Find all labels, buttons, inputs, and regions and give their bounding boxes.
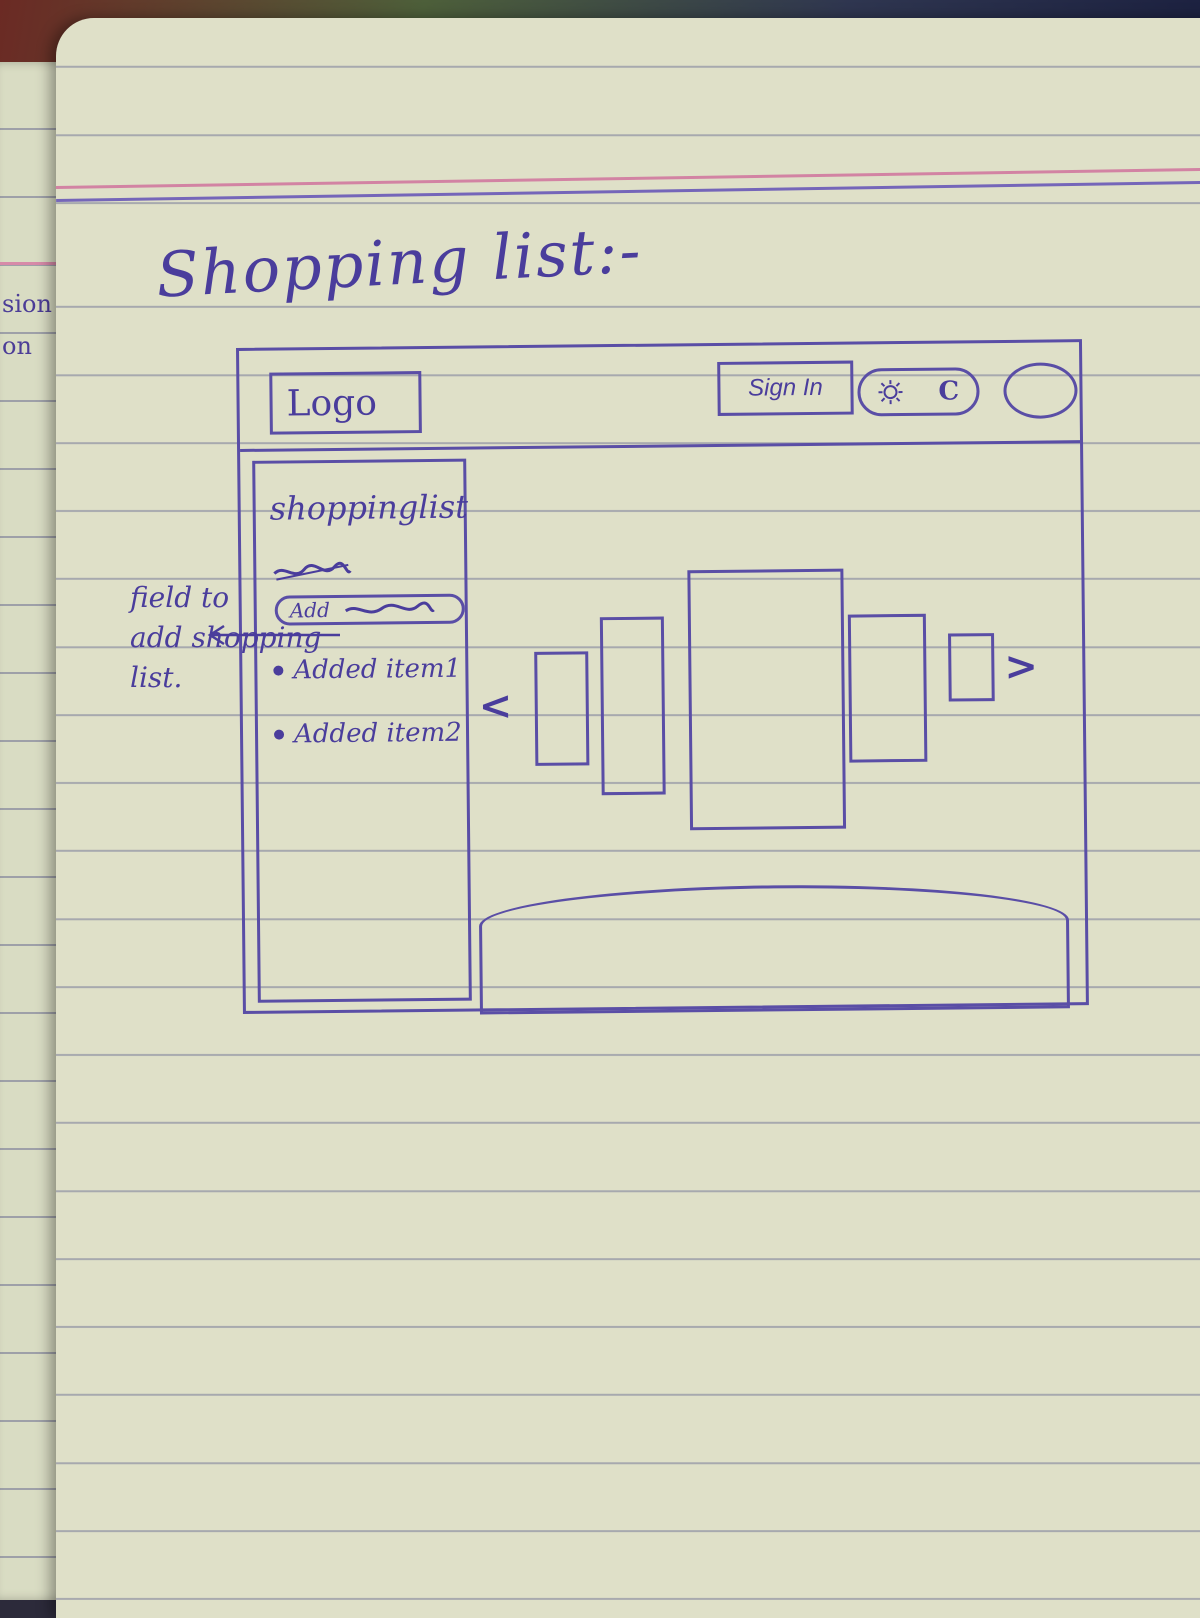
bullet-icon — [274, 730, 284, 740]
carousel-next-arrow[interactable]: > — [1004, 643, 1038, 690]
sign-in-button[interactable]: Sign In — [717, 361, 854, 416]
wireframe-window: Logo Sign In C shoppinglist — [236, 339, 1089, 1014]
logo: Logo — [269, 371, 422, 435]
left-page-fragment: on — [2, 332, 32, 360]
theme-toggle[interactable]: C — [857, 367, 979, 416]
list-item-label: Added item2 — [294, 718, 462, 750]
moon-icon: C — [938, 376, 959, 406]
sun-icon — [878, 379, 904, 405]
page-margin-line — [56, 168, 1200, 202]
carousel-card[interactable] — [948, 633, 995, 701]
carousel-card[interactable] — [600, 617, 666, 796]
avatar-icon[interactable] — [1003, 362, 1078, 419]
sidebar: shoppinglist Add Added item1 Added item2 — [252, 459, 472, 1003]
footer-box — [479, 882, 1070, 1014]
sidebar-title: shoppinglist — [269, 488, 468, 528]
carousel-card[interactable] — [534, 651, 589, 766]
carousel-prev-arrow[interactable]: < — [479, 682, 513, 729]
carousel-card-featured[interactable] — [687, 569, 846, 831]
list-item[interactable]: Added item2 — [274, 718, 462, 750]
notebook-page: Shopping list:- Logo Sign In C shoppingl… — [56, 18, 1200, 1618]
scribble-mark — [344, 601, 436, 620]
page-title: Shopping list:- — [154, 213, 644, 311]
header-divider — [240, 440, 1080, 452]
carousel: < > — [491, 576, 1064, 862]
annotation-arrow — [206, 624, 342, 646]
carousel-card[interactable] — [848, 614, 928, 763]
left-page-fragment: sion — [2, 290, 52, 318]
